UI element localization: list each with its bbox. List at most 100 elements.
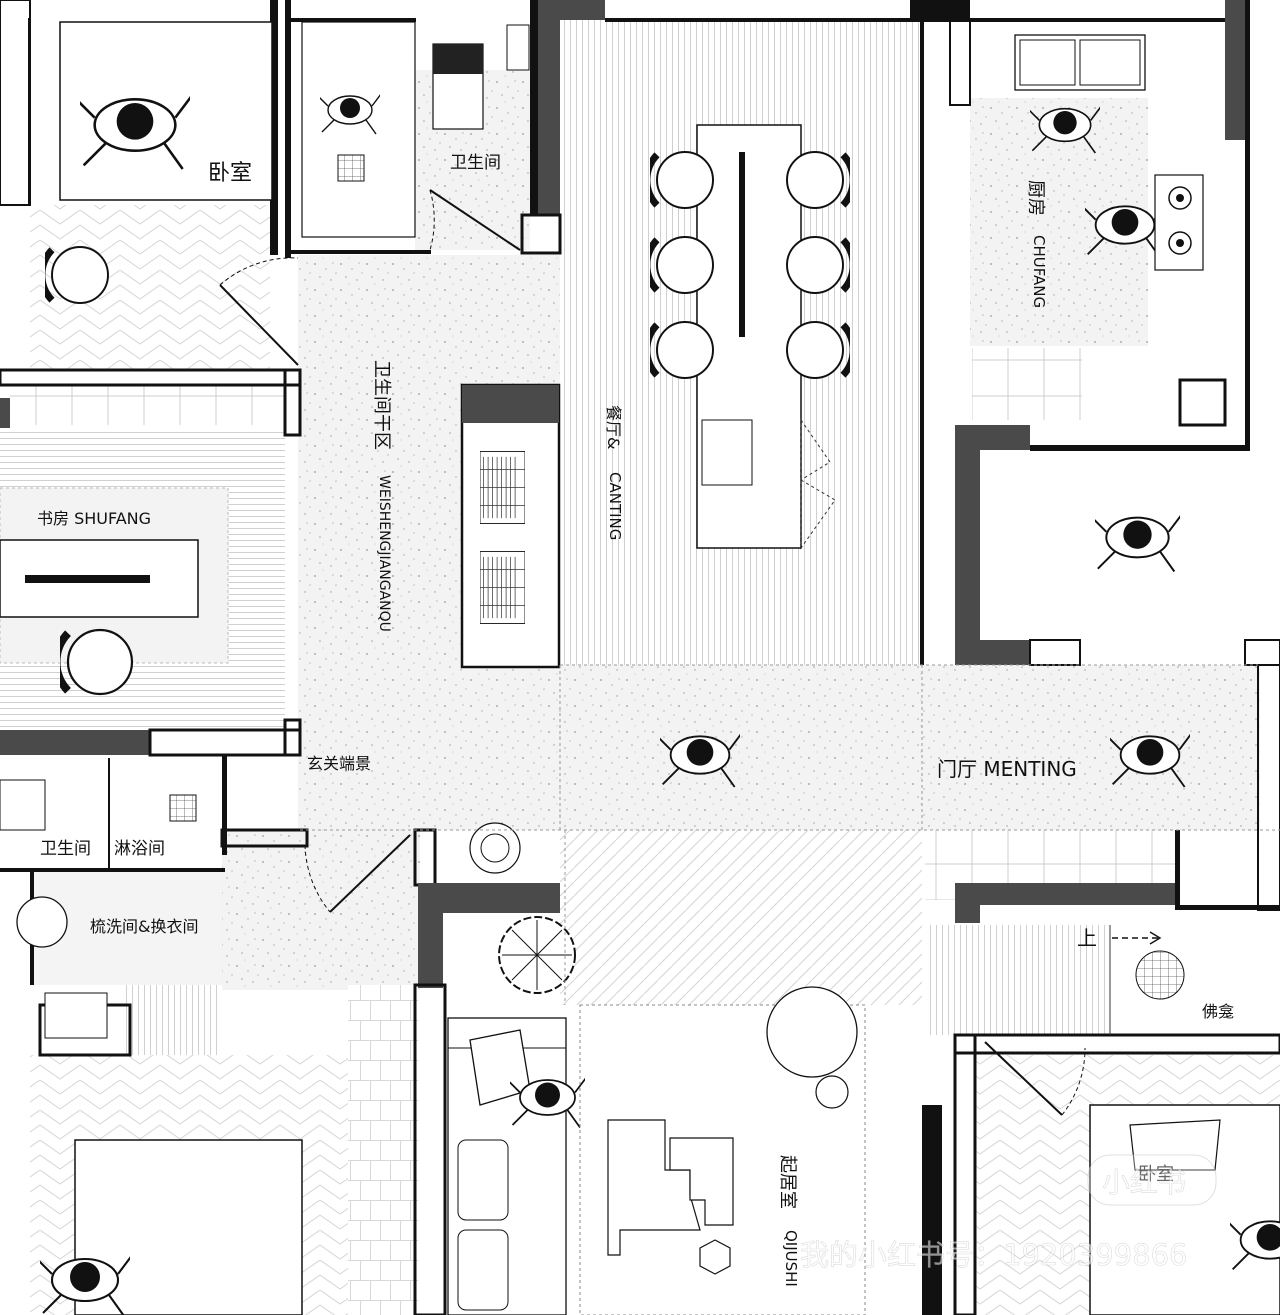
burner [1176,194,1184,202]
wall [285,0,291,258]
living-rug [579,1004,866,1315]
label-living-en: QIJUSHI [782,1230,800,1287]
label-bath-dry-en: WEISHENGJIANGANQU [376,475,392,632]
wall [291,18,416,22]
wall [910,0,970,22]
label-shower: 淋浴间 [114,839,165,859]
toilet-tank [433,44,483,74]
walking-person [1095,508,1180,573]
wall [1244,639,1280,666]
coffee-table-2 [669,1137,734,1226]
coffee-table [607,1119,701,1256]
label-bedroom-top: 卧室 [208,161,252,186]
left-stripe-floor [125,985,220,1055]
kitchen-lower-tiles [972,348,1082,420]
dining-chair [647,237,713,293]
wall [413,983,447,1315]
watermark-account: 我的小红书号：1920399866 [800,1238,1188,1272]
zone-lines [300,664,1280,1005]
wall-dark [1225,0,1247,140]
bath-counter [0,779,46,831]
arrow-head-icon [1149,931,1162,945]
basin [480,451,525,524]
label-dining-en: CANTING [606,472,624,540]
door-swing [429,189,435,251]
wall [28,18,31,205]
desk-bar [25,575,150,583]
wall [0,868,225,872]
label-entrance-view: 玄关端景 [307,754,371,773]
wall-dark [955,425,1030,450]
chair [42,247,108,303]
label-dining-cn: 餐厅& [604,405,623,449]
top-tiles-left [10,385,285,425]
wall [108,758,110,870]
wall-dark [0,398,10,428]
wall [283,368,302,437]
vanity [301,21,416,238]
door-swing [1061,1047,1086,1116]
wall [605,18,910,22]
dining-chair [647,322,713,378]
study-chair [56,630,132,694]
watermark: 小红书 我的小红书号：1920399866 [800,1154,1217,1272]
wall [1178,378,1227,427]
wall-dark [980,640,1030,665]
washing-machine [44,992,108,1039]
watermark-brand: 小红书 [1102,1166,1186,1199]
ottoman [815,1075,849,1109]
wall [291,250,431,254]
wall [0,0,31,206]
room-labels: 卧室 卫生间 厨房 CHUFANG 餐厅& CANTING 卫生间干区 WEIS… [37,153,1234,1287]
wall [1180,905,1280,910]
sink-bowl [1079,39,1141,86]
burner [1176,239,1184,247]
dining-chair [787,237,853,293]
vanity-counter [460,383,561,669]
table-extension [800,479,836,550]
table-extension [800,418,831,481]
prayer-cushion [1135,950,1185,1000]
sink-bowl [1019,39,1076,86]
round-mirror [16,896,68,948]
doors [219,189,1086,1116]
pillow [1129,1119,1221,1171]
wall [953,1033,977,1315]
wall [920,20,924,665]
door-leaf [984,1041,1063,1116]
right-mid-floor [925,925,1110,1035]
watermark-badge [1087,1154,1217,1206]
label-living-cn: 起居室 [777,1155,798,1209]
label-bedroom-br: 卧室 [1138,1164,1174,1185]
island-sink [701,419,753,486]
lounge-chair [766,986,858,1078]
label-kitchen-en: CHUFANG [1030,235,1048,308]
dining-chair [647,152,713,208]
wall-dark [418,883,560,913]
wall [220,828,309,848]
label-study: 书房 SHUFANG [37,509,151,528]
wall [0,368,302,387]
label-up: 上 [1077,926,1097,950]
dining-chair [787,322,853,378]
drain [169,794,197,822]
table-bar [739,152,745,337]
wood-strip [348,985,418,1315]
door-leaf [329,834,411,913]
label-bathroom-left: 卫生间 [40,839,91,859]
wall [530,0,538,215]
door-leaf [219,284,299,366]
sofa-cushion [457,1229,509,1311]
wall [520,213,562,255]
label-bathroom-top: 卫生间 [450,153,501,173]
wall-dark [0,730,150,755]
dining-chair [787,152,853,208]
wall-dark [560,0,605,20]
label-kitchen-cn: 厨房 [1025,180,1046,216]
living-floor [560,830,922,1005]
wall-dark [955,450,980,665]
basin [480,551,525,624]
round-stool [480,833,510,863]
